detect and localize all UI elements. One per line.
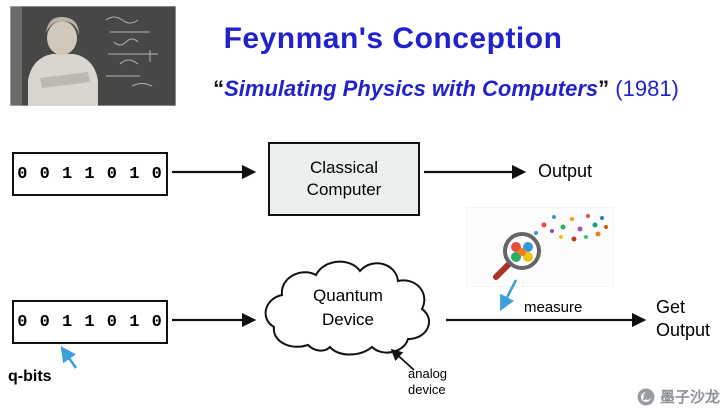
quantum-input-bits-box: 0 0 1 1 0 1 0 <box>12 300 168 344</box>
qbits-label: q-bits <box>8 368 52 385</box>
classical-computer-box: Classical Computer <box>268 142 420 216</box>
watermark-text: 墨子沙龙 <box>659 389 720 406</box>
analog-device-label: analog device <box>408 366 447 397</box>
watermark: 墨子沙龙 <box>637 386 720 407</box>
output-label: Output <box>538 161 593 181</box>
analog-device-label-line1: analog <box>408 366 448 381</box>
page-title: Feynman's Conception <box>223 22 563 55</box>
subtitle: “Simulating Physics with Computers” (198… <box>168 76 724 102</box>
subtitle-year: (1981) <box>609 76 679 101</box>
classical-computer-label-line2: Computer <box>306 180 382 199</box>
classical-input-bits: 0 0 1 1 0 1 0 <box>17 164 163 184</box>
quantum-device-label: Quantum Device <box>256 252 440 364</box>
feynman-photo <box>9 5 177 107</box>
magnifier-icon <box>465 206 615 288</box>
analog-device-label-line2: device <box>408 381 446 397</box>
subtitle-paper-title: Simulating Physics with Computers <box>224 76 599 101</box>
measure-label: measure <box>524 299 583 316</box>
quantum-device-cloud: Quantum Device <box>256 252 440 364</box>
magnifier-measure-illustration <box>465 206 615 288</box>
quantum-device-label-line1: Quantum <box>313 286 383 306</box>
classical-computer-label-line1: Classical <box>309 157 379 177</box>
watermark-logo-icon <box>637 388 655 405</box>
quantum-input-bits: 0 0 1 1 0 1 0 <box>17 312 163 332</box>
feynman-photo-image <box>9 5 177 107</box>
subtitle-close-quote: ” <box>598 76 610 101</box>
classical-input-bits-box: 0 0 1 1 0 1 0 <box>12 152 168 196</box>
cloud-shape <box>264 260 430 356</box>
get-output-label: Get Output <box>656 297 711 340</box>
arrow-qbits <box>60 346 78 369</box>
subtitle-open-quote: “ <box>213 76 225 101</box>
quantum-device-label-line2: Device <box>322 310 374 329</box>
